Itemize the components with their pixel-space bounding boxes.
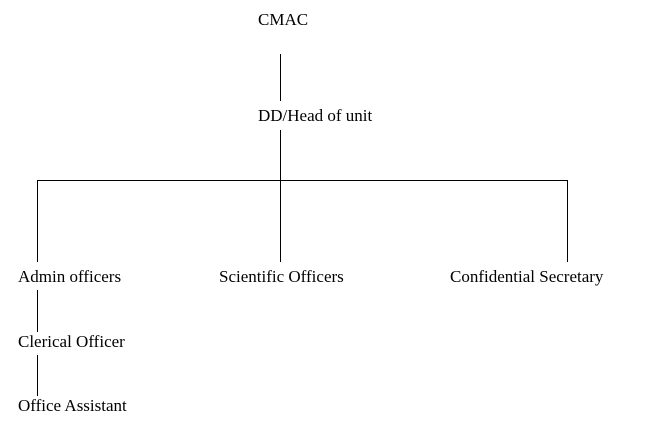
- node-scientific-officers: Scientific Officers: [218, 267, 345, 287]
- node-clerical-officer: Clerical Officer: [17, 332, 126, 352]
- node-confidential-secretary: Confidential Secretary: [449, 267, 605, 287]
- node-admin-officers: Admin officers: [17, 267, 123, 287]
- node-deputy-director: DD/Head of unit: [257, 106, 374, 126]
- node-cmac: CMAC: [257, 10, 310, 30]
- node-office-assistant: Office Assistant: [17, 396, 128, 416]
